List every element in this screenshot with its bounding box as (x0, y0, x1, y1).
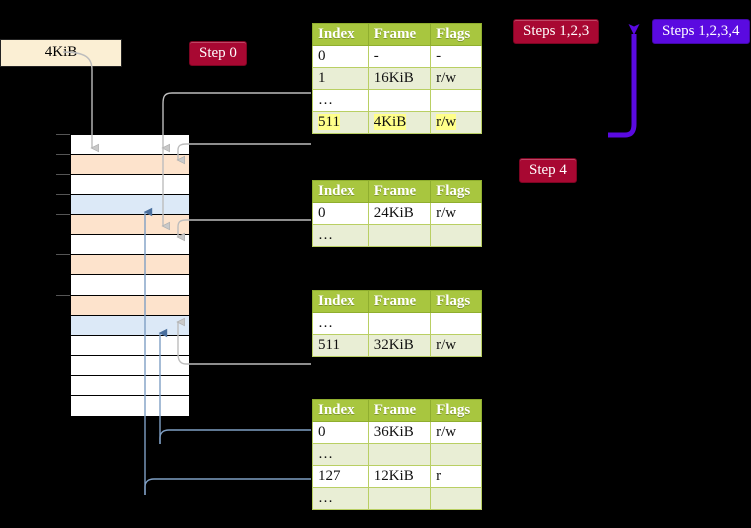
column-header-frame: Frame (368, 400, 430, 422)
table-cell-flags (431, 488, 482, 510)
column-header-flags: Flags (431, 291, 482, 313)
connector-pml4-frame-to-mem (178, 144, 311, 160)
table-cell-index: … (313, 444, 369, 466)
column-header-flags: Flags (431, 181, 482, 203)
table-row: … (313, 313, 482, 335)
table-row: 024KiBr/w (313, 203, 482, 225)
table-cell-frame (368, 488, 430, 510)
table-row: … (313, 488, 482, 510)
table-cell-frame (368, 90, 430, 112)
column-header-flags: Flags (431, 400, 482, 422)
table-cell-index: 511 (313, 112, 369, 134)
memory-frame-row (71, 235, 189, 255)
memory-tick (56, 214, 70, 215)
table-cell-index: 1 (313, 68, 369, 90)
column-header-flags: Flags (431, 24, 482, 46)
table-cell-flags: - (431, 46, 482, 68)
memory-frame-row (71, 356, 189, 376)
badge-steps-1234: Steps 1,2,3,4 (652, 19, 750, 44)
table-row: 12712KiBr (313, 466, 482, 488)
table-header-row: Index Frame Flags (313, 24, 482, 46)
table-row: 036KiBr/w (313, 422, 482, 444)
table-header-row: Index Frame Flags (313, 291, 482, 313)
table-header-row: Index Frame Flags (313, 181, 482, 203)
table-cell-frame: 32KiB (368, 335, 430, 357)
table-cell-flags: r/w (431, 68, 482, 90)
column-header-frame: Frame (368, 24, 430, 46)
memory-tick (56, 295, 70, 296)
table-header-row: Index Frame Flags (313, 400, 482, 422)
table-cell-frame (368, 313, 430, 335)
table-cell-index: 0 (313, 203, 369, 225)
size-box-4kib: 4KiB (0, 39, 122, 67)
page-table-pdpt: Index Frame Flags 024KiBr/w… (311, 179, 483, 248)
page-table-pd: Index Frame Flags … 51132KiBr/w (311, 289, 483, 358)
table-cell-frame: 36KiB (368, 422, 430, 444)
column-header-index: Index (313, 181, 369, 203)
memory-frame-row (71, 316, 189, 336)
badge-step-0: Step 0 (189, 41, 247, 66)
table-cell-frame: 16KiB (368, 68, 430, 90)
memory-frame-row (71, 195, 189, 215)
page-table-pt: Index Frame Flags 036KiBr/w… 12712KiBr… (311, 398, 483, 511)
badge-steps-123: Steps 1,2,3 (513, 19, 599, 44)
memory-frame-row (71, 215, 189, 235)
memory-frame-row (71, 296, 189, 316)
table-cell-frame: 24KiB (368, 203, 430, 225)
table-cell-flags: r (431, 466, 482, 488)
memory-tick (56, 174, 70, 175)
memory-tick (56, 154, 70, 155)
memory-frame-stack (70, 134, 190, 415)
table-cell-index: … (313, 488, 369, 510)
table-row: 51132KiBr/w (313, 335, 482, 357)
table-row: 116KiBr/w (313, 68, 482, 90)
table-row: 0-- (313, 46, 482, 68)
table-cell-flags: r/w (431, 422, 482, 444)
memory-frame-row (71, 255, 189, 275)
memory-frame-row (71, 276, 189, 296)
memory-frame-row (71, 175, 189, 195)
table-cell-index: 127 (313, 466, 369, 488)
table-row: … (313, 225, 482, 247)
connector-pd-511-row (178, 322, 311, 364)
memory-tick (56, 254, 70, 255)
table-cell-flags (431, 90, 482, 112)
table-cell-frame: 4KiB (368, 112, 430, 134)
badge-step-4: Step 4 (519, 158, 577, 183)
column-header-index: Index (313, 24, 369, 46)
table-cell-flags (431, 225, 482, 247)
column-header-frame: Frame (368, 291, 430, 313)
table-row: 5114KiBr/w (313, 112, 482, 134)
table-cell-index: … (313, 90, 369, 112)
column-header-index: Index (313, 291, 369, 313)
table-cell-flags: r/w (431, 112, 482, 134)
memory-frame-row (71, 336, 189, 356)
memory-frame-row (71, 155, 189, 175)
table-cell-frame (368, 225, 430, 247)
table-row: … (313, 444, 482, 466)
table-cell-flags (431, 444, 482, 466)
page-table-pml4: Index Frame Flags 0--116KiBr/w… 5114KiBr… (311, 22, 483, 135)
column-header-frame: Frame (368, 181, 430, 203)
table-cell-flags: r/w (431, 203, 482, 225)
table-cell-index: 511 (313, 335, 369, 357)
table-cell-index: 0 (313, 46, 369, 68)
column-header-index: Index (313, 400, 369, 422)
arrow-steps-loop (608, 34, 634, 135)
table-cell-frame (368, 444, 430, 466)
table-cell-index: … (313, 313, 369, 335)
table-cell-index: 0 (313, 422, 369, 444)
memory-frame-row (71, 135, 189, 155)
table-cell-frame: 12KiB (368, 466, 430, 488)
table-row: … (313, 90, 482, 112)
memory-frame-row (71, 376, 189, 396)
memory-tick (56, 194, 70, 195)
memory-tick (56, 134, 70, 135)
memory-frame-row (71, 396, 189, 416)
table-cell-flags: r/w (431, 335, 482, 357)
table-cell-frame: - (368, 46, 430, 68)
table-cell-flags (431, 313, 482, 335)
connector-pdpt-0-row (178, 220, 311, 237)
table-cell-index: … (313, 225, 369, 247)
